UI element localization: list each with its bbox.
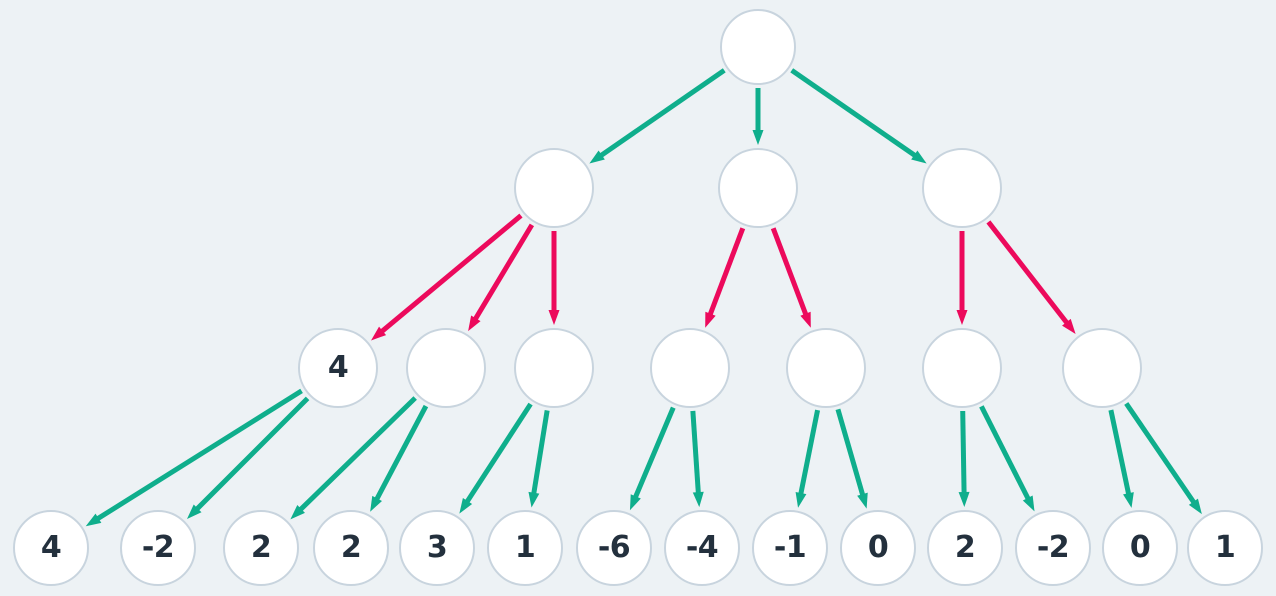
arrow-head-icon [1188, 498, 1202, 515]
tree-edge [290, 396, 417, 520]
tree-node[interactable] [922, 148, 1002, 228]
arrow-head-icon [956, 310, 968, 325]
tree-edge [958, 410, 970, 508]
tree-node[interactable]: 0 [840, 510, 916, 586]
tree-edge [956, 231, 968, 325]
tree-edge [468, 223, 535, 332]
arrow-head-icon [589, 150, 605, 164]
tree-node[interactable] [650, 328, 730, 408]
tree-node[interactable]: -4 [664, 510, 740, 586]
tree-node[interactable]: 2 [313, 510, 389, 586]
tree-edge [370, 404, 429, 512]
tree-node-value: 2 [340, 530, 362, 565]
tree-node[interactable] [718, 148, 798, 228]
arrow-head-icon [85, 513, 102, 527]
tree-edge [186, 396, 310, 520]
tree-node-value: -2 [141, 530, 175, 565]
arrow-head-icon [186, 504, 202, 520]
tree-node-value: -2 [1036, 530, 1070, 565]
tree-edge [752, 88, 764, 145]
arrow-head-icon [290, 505, 305, 520]
tree-edge [979, 405, 1035, 512]
tree-edge [1108, 409, 1134, 508]
tree-node[interactable]: -1 [752, 510, 828, 586]
tree-node[interactable]: 4 [298, 328, 378, 408]
tree-node[interactable] [1062, 328, 1142, 408]
tree-edge [589, 68, 726, 164]
tree-edge [85, 388, 303, 527]
tree-node-value: -6 [597, 530, 631, 565]
tree-node-value: -1 [773, 530, 807, 565]
tree-edge [629, 406, 676, 511]
arrow-head-icon [857, 492, 868, 509]
tree-node[interactable]: -2 [120, 510, 196, 586]
tree-edge [371, 213, 523, 341]
tree-edge [548, 231, 560, 325]
arrow-head-icon [795, 492, 807, 508]
arrow-head-icon [800, 311, 811, 328]
tree-node[interactable]: -6 [576, 510, 652, 586]
tree-node-value: 1 [514, 530, 536, 565]
tree-node[interactable] [720, 9, 796, 85]
arrow-head-icon [528, 491, 540, 508]
tree-edge [1124, 402, 1202, 515]
tree-edge [770, 227, 811, 328]
tree-edge [705, 227, 746, 328]
tree-node-value: 4 [40, 530, 62, 565]
arrow-head-icon [629, 494, 641, 511]
arrow-head-icon [911, 150, 927, 164]
tree-node-value: -4 [685, 530, 719, 565]
tree-node-value: 2 [250, 530, 272, 565]
tree-node-value: 1 [1214, 530, 1236, 565]
tree-edge [528, 410, 550, 508]
arrow-head-icon [548, 310, 560, 325]
tree-node-value: 2 [954, 530, 976, 565]
tree-node[interactable]: 3 [399, 510, 475, 586]
tree-node[interactable] [514, 148, 594, 228]
tree-node[interactable]: -2 [1015, 510, 1091, 586]
tree-node-value: 4 [327, 350, 349, 385]
tree-node[interactable]: 2 [927, 510, 1003, 586]
tree-node-value: 3 [426, 530, 448, 565]
arrow-head-icon [958, 491, 970, 508]
tree-edge [690, 410, 704, 508]
tree-node[interactable] [786, 328, 866, 408]
tree-node[interactable] [514, 328, 594, 408]
tree-edge [790, 68, 927, 164]
arrow-head-icon [752, 130, 764, 145]
tree-node[interactable] [922, 328, 1002, 408]
tree-node[interactable]: 4 [13, 510, 89, 586]
arrow-head-icon [459, 498, 473, 514]
tree-node[interactable]: 1 [487, 510, 563, 586]
tree-node[interactable]: 0 [1102, 510, 1178, 586]
arrow-head-icon [692, 491, 704, 508]
arrow-head-icon [1062, 318, 1076, 335]
arrow-head-icon [1123, 492, 1134, 508]
arrow-head-icon [468, 315, 481, 332]
tree-node[interactable]: 1 [1187, 510, 1263, 586]
tree-node[interactable]: 2 [223, 510, 299, 586]
tree-node-value: 0 [1129, 530, 1151, 565]
tree-node-value: 0 [867, 530, 889, 565]
tree-edge [835, 408, 868, 509]
tree-edge [986, 220, 1076, 335]
arrow-head-icon [705, 311, 716, 328]
tree-edge [795, 409, 821, 508]
arrow-head-icon [371, 326, 387, 341]
arrow-head-icon [1022, 495, 1035, 512]
tree-node[interactable] [406, 328, 486, 408]
tree-edge [459, 402, 533, 514]
arrow-head-icon [370, 495, 382, 512]
